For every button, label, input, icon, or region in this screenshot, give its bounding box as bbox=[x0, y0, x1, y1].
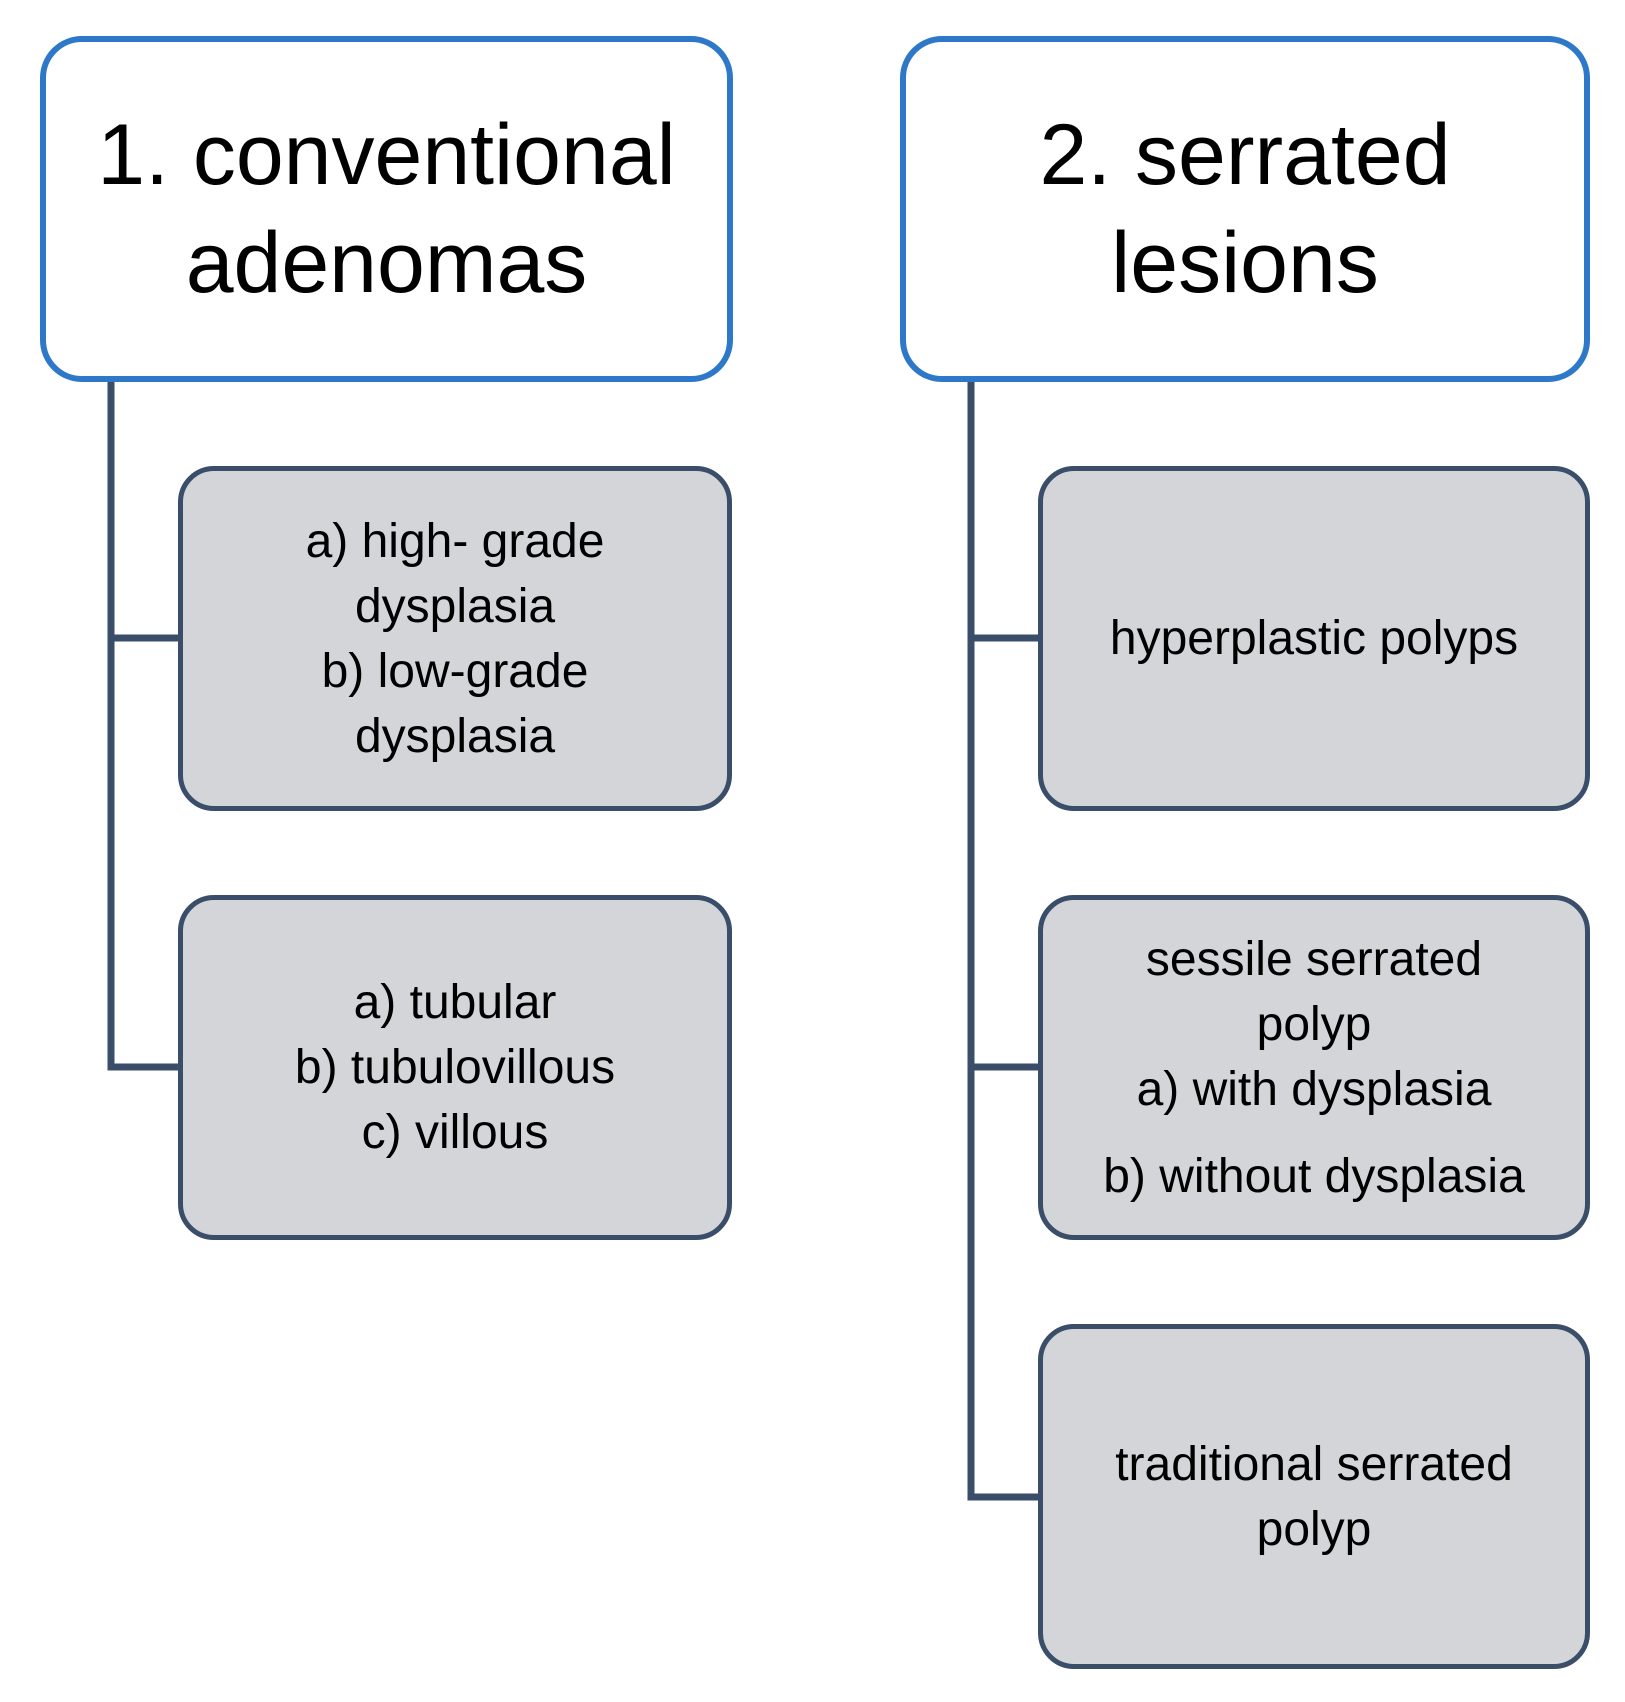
subtype-line: c) villous bbox=[361, 1106, 549, 1159]
subtype-box-hyperplastic-polyps: hyperplastic polyps bbox=[1038, 466, 1590, 811]
subtype-line: sessile serrated bbox=[1145, 932, 1483, 986]
subtype-line: b) tubulovillous bbox=[294, 1041, 616, 1094]
subtype-line: b) without dysplasia bbox=[1103, 1149, 1525, 1203]
subtype-line: traditional serrated bbox=[1115, 1437, 1513, 1491]
header-line: 2. serrated bbox=[1039, 107, 1451, 203]
subtype-box-dysplasia-grade: a) high- grade dysplasia b) low-grade dy… bbox=[178, 466, 732, 811]
header-line: 1. conventional bbox=[97, 107, 676, 203]
subtype-line: polyp bbox=[1256, 1502, 1372, 1556]
subtype-box-histology: a) tubular b) tubulovillous c) villous bbox=[178, 895, 732, 1240]
header-line: lesions bbox=[1111, 215, 1379, 311]
category-header-serrated-lesions: 2. serrated lesions bbox=[900, 36, 1590, 382]
subtype-line: dysplasia bbox=[354, 709, 556, 763]
subtype-line: b) low-grade bbox=[321, 644, 589, 698]
category-header-conventional-adenomas: 1. conventional adenomas bbox=[40, 36, 733, 382]
subtype-line: hyperplastic polyps bbox=[1109, 612, 1519, 665]
subtype-line: a) tubular bbox=[353, 976, 557, 1029]
subtype-line: dysplasia bbox=[354, 579, 556, 633]
subtype-box-traditional-serrated-polyp: traditional serrated polyp bbox=[1038, 1324, 1590, 1669]
subtype-box-sessile-serrated-polyp: sessile serrated polyp a) with dysplasia… bbox=[1038, 895, 1590, 1240]
subtype-line: a) high- grade bbox=[305, 514, 605, 568]
header-line: adenomas bbox=[185, 215, 588, 311]
subtype-line: polyp bbox=[1256, 997, 1372, 1051]
connector-branch-1 bbox=[107, 382, 178, 1071]
subtype-line: a) with dysplasia bbox=[1136, 1062, 1492, 1116]
connector-branch-2 bbox=[967, 382, 1038, 1501]
